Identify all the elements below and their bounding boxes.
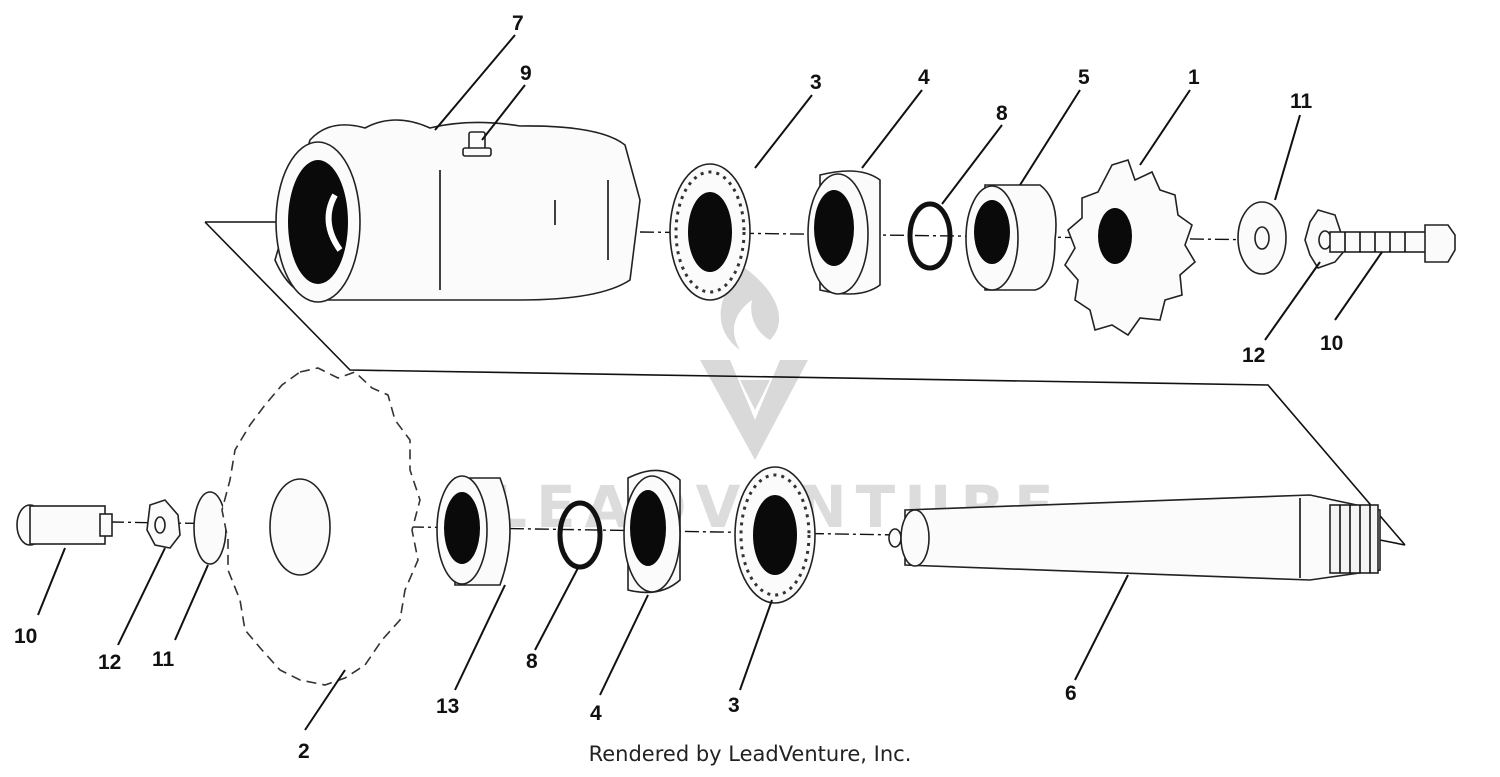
part-12-lockwasher-top	[1304, 209, 1346, 269]
part-11-washer-bottom	[193, 491, 227, 565]
callout-11-top: 11	[1290, 90, 1313, 113]
callout-5: 5	[1078, 66, 1090, 89]
part-3-bearing-bottom	[734, 466, 816, 604]
part-8-oring-top	[907, 201, 953, 271]
callout-10-bottom: 10	[14, 625, 37, 648]
part-3-bearing-top	[669, 163, 751, 301]
callout-4-top: 4	[918, 66, 930, 89]
callout-8-top: 8	[996, 102, 1008, 125]
callout-9: 9	[520, 62, 532, 85]
callout-12-bottom: 12	[98, 651, 121, 674]
part-4-cup-top	[807, 170, 881, 295]
callout-2: 2	[298, 740, 310, 763]
leader-lines	[37, 34, 1383, 731]
callout-6: 6	[1065, 682, 1077, 705]
callout-7: 7	[512, 12, 524, 35]
part-2-large-sprocket	[221, 367, 421, 686]
callout-13: 13	[436, 695, 459, 718]
part-13-spacer	[436, 475, 511, 586]
part-11-washer-top	[1237, 201, 1287, 275]
part-10-bolt-bottom	[16, 504, 113, 546]
part-10-bolt-top	[1329, 224, 1456, 263]
part-5-spacer	[965, 184, 1057, 291]
callout-3-top: 3	[810, 71, 822, 94]
part-6-shaft	[888, 494, 1381, 581]
part-1-small-sprocket	[1064, 159, 1197, 337]
part-7-housing	[274, 119, 641, 303]
callout-4-bottom: 4	[590, 702, 602, 725]
leadventure-watermark-logo	[700, 268, 808, 460]
callout-11-bottom: 11	[152, 648, 175, 671]
footer-credit: Rendered by LeadVenture, Inc.	[588, 742, 912, 766]
part-4-cup-bottom	[623, 469, 681, 594]
callout-3-bottom: 3	[728, 694, 740, 717]
callout-8-bottom: 8	[526, 650, 538, 673]
part-12-lockwasher-bottom	[146, 499, 181, 549]
part-9-grease-fitting	[462, 131, 492, 157]
callout-12-top: 12	[1242, 344, 1265, 367]
callout-1: 1	[1188, 66, 1200, 89]
callout-10-top: 10	[1320, 332, 1343, 355]
part-8-oring-bottom	[557, 500, 603, 570]
